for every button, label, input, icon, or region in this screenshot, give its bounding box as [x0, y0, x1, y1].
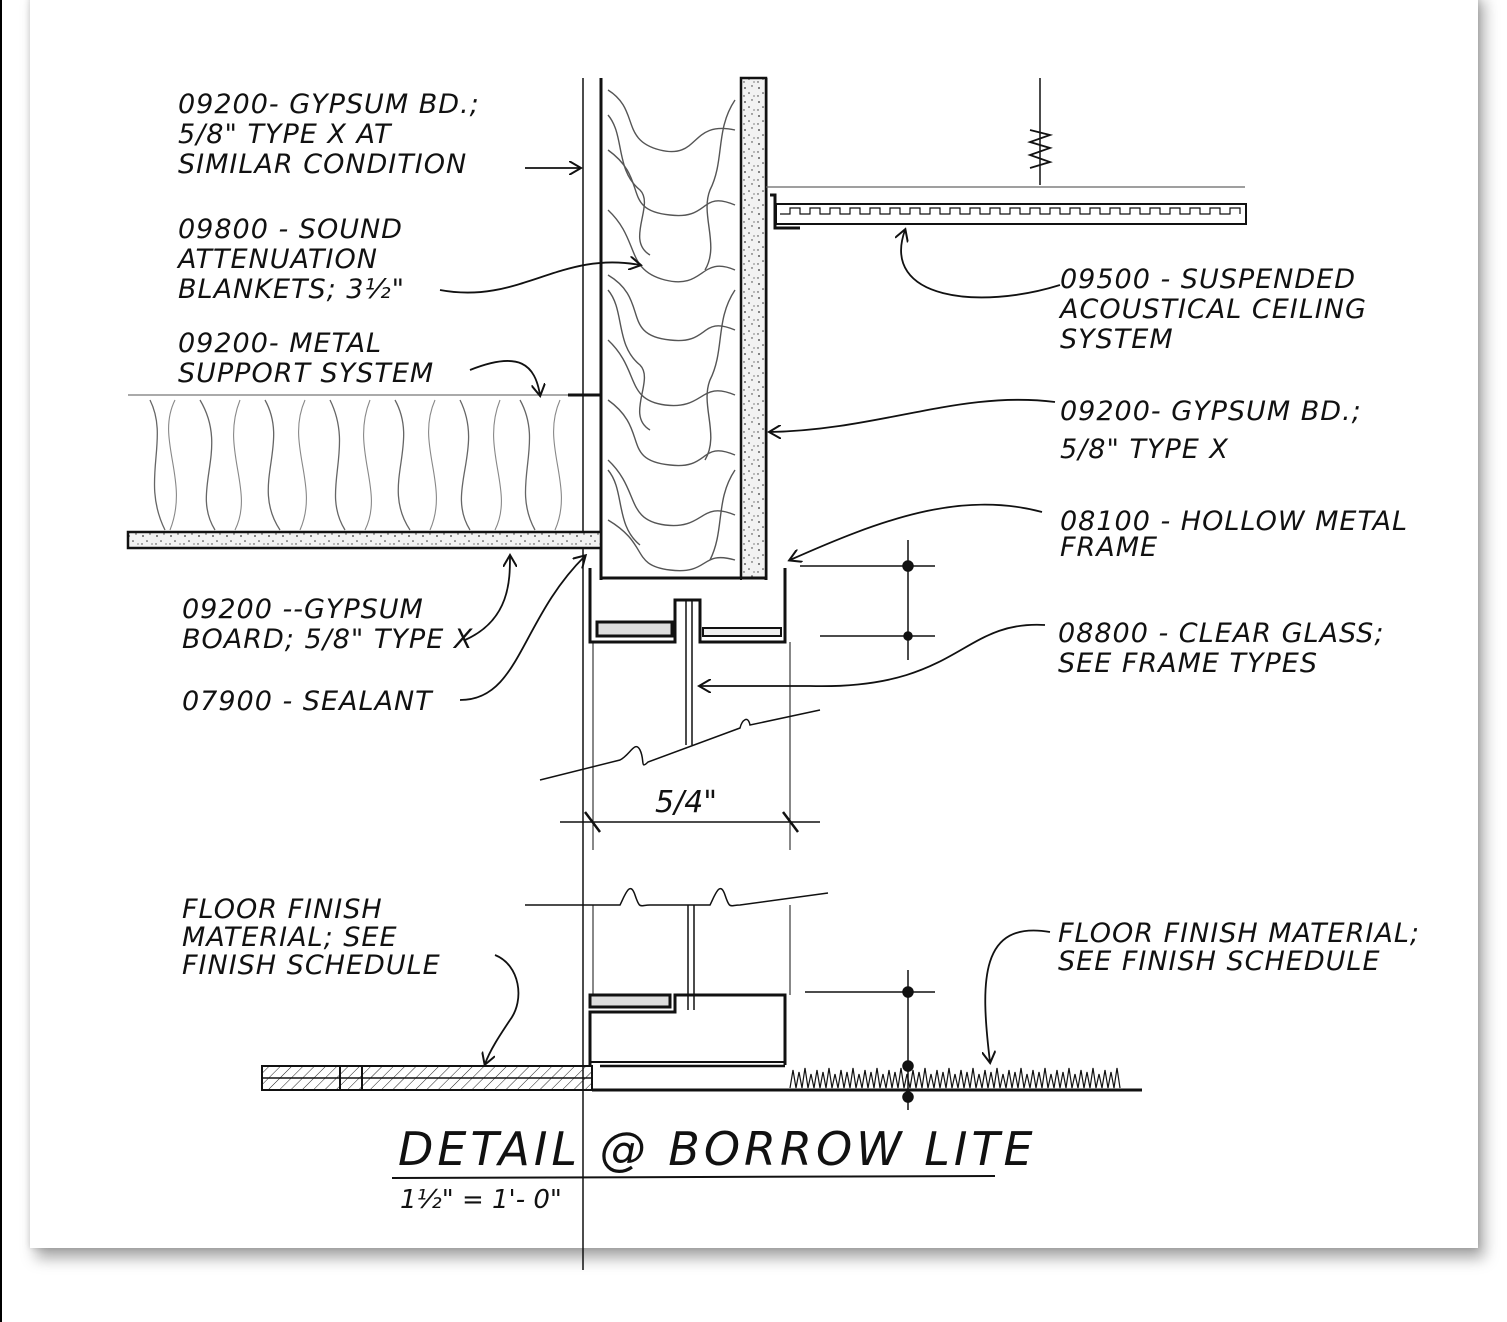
- dimension-line: [560, 811, 820, 833]
- title-underline: [391, 1175, 996, 1179]
- svg-text:09200- GYPSUM BD.;: 09200- GYPSUM BD.;: [178, 89, 480, 120]
- label-metal-support: 09200- METAL SUPPORT SYSTEM: [178, 328, 434, 389]
- left-ceiling-assembly: [126, 393, 603, 550]
- svg-text:09200 --GYPSUM: 09200 --GYPSUM: [182, 594, 424, 625]
- sill-dimension: [805, 970, 935, 1110]
- svg-text:FLOOR FINISH MATERIAL;: FLOOR FINISH MATERIAL;: [1058, 918, 1420, 949]
- label-gypsum-similar: 09200- GYPSUM BD.; 5/8" TYPE X AT SIMILA…: [178, 89, 480, 180]
- label-floor-finish-right: FLOOR FINISH MATERIAL; SEE FINISH SCHEDU…: [1058, 918, 1420, 977]
- label-floor-finish-left: FLOOR FINISH MATERIAL; SEE FINISH SCHEDU…: [182, 894, 441, 981]
- label-gypsum-right: 09200- GYPSUM BD.; 5/8" TYPE X: [1060, 396, 1362, 465]
- svg-text:BOARD; 5/8" TYPE X: BOARD; 5/8" TYPE X: [182, 624, 473, 655]
- svg-text:08100 - HOLLOW METAL: 08100 - HOLLOW METAL: [1060, 506, 1408, 537]
- svg-text:FLOOR FINISH: FLOOR FINISH: [182, 894, 383, 925]
- floor-assembly: [261, 1064, 1142, 1092]
- svg-text:09800 - SOUND: 09800 - SOUND: [178, 214, 403, 245]
- head-dimension: [800, 540, 935, 660]
- svg-text:07900 - SEALANT: 07900 - SEALANT: [182, 686, 434, 717]
- svg-text:09200- GYPSUM BD.;: 09200- GYPSUM BD.;: [1060, 396, 1362, 427]
- label-sealant: 07900 - SEALANT: [182, 686, 434, 717]
- svg-text:SIMILAR CONDITION: SIMILAR CONDITION: [178, 149, 467, 180]
- drawing-scale: 1½" = 1'- 0": [400, 1185, 562, 1215]
- svg-text:SYSTEM: SYSTEM: [1060, 324, 1174, 355]
- right-ceiling-assembly: [766, 78, 1247, 230]
- label-sound-blankets: 09800 - SOUND ATTENUATION BLANKETS; 3½": [176, 214, 405, 305]
- leader-lines: [439, 168, 1061, 1064]
- page-border: [0, 0, 2, 1322]
- svg-text:5/8" TYPE X AT: 5/8" TYPE X AT: [178, 119, 393, 150]
- svg-text:ATTENUATION: ATTENUATION: [176, 244, 378, 275]
- break-lines: [525, 642, 829, 1010]
- svg-text:FRAME: FRAME: [1060, 532, 1158, 563]
- drawing-title: DETAIL @ BORROW LITE: [398, 1122, 1037, 1176]
- svg-text:BLANKETS; 3½": BLANKETS; 3½": [178, 274, 405, 305]
- dimension-text: 5/4": [655, 785, 717, 820]
- svg-text:09500 - SUSPENDED: 09500 - SUSPENDED: [1060, 264, 1356, 295]
- svg-text:09200- METAL: 09200- METAL: [178, 328, 382, 359]
- svg-text:5/8" TYPE X: 5/8" TYPE X: [1060, 434, 1229, 465]
- sill-frame: [588, 993, 787, 1065]
- svg-text:ACOUSTICAL CEILING: ACOUSTICAL CEILING: [1058, 294, 1367, 325]
- wall-insulation: [607, 89, 736, 572]
- svg-text:08800 - CLEAR GLASS;: 08800 - CLEAR GLASS;: [1058, 618, 1384, 649]
- label-ceiling: 09500 - SUSPENDED ACOUSTICAL CEILING SYS…: [1058, 264, 1367, 355]
- head-frame: [588, 568, 787, 745]
- svg-text:SEE FRAME TYPES: SEE FRAME TYPES: [1058, 648, 1318, 679]
- label-gypsum-board-left: 09200 --GYPSUM BOARD; 5/8" TYPE X: [182, 594, 473, 655]
- svg-text:SEE FINISH SCHEDULE: SEE FINISH SCHEDULE: [1058, 946, 1381, 977]
- label-hollow-frame: 08100 - HOLLOW METAL FRAME: [1060, 506, 1408, 563]
- svg-text:MATERIAL; SEE: MATERIAL; SEE: [182, 922, 398, 953]
- label-clear-glass: 08800 - CLEAR GLASS; SEE FRAME TYPES: [1058, 618, 1384, 679]
- svg-text:SUPPORT SYSTEM: SUPPORT SYSTEM: [178, 358, 434, 389]
- svg-text:FINISH SCHEDULE: FINISH SCHEDULE: [182, 950, 441, 981]
